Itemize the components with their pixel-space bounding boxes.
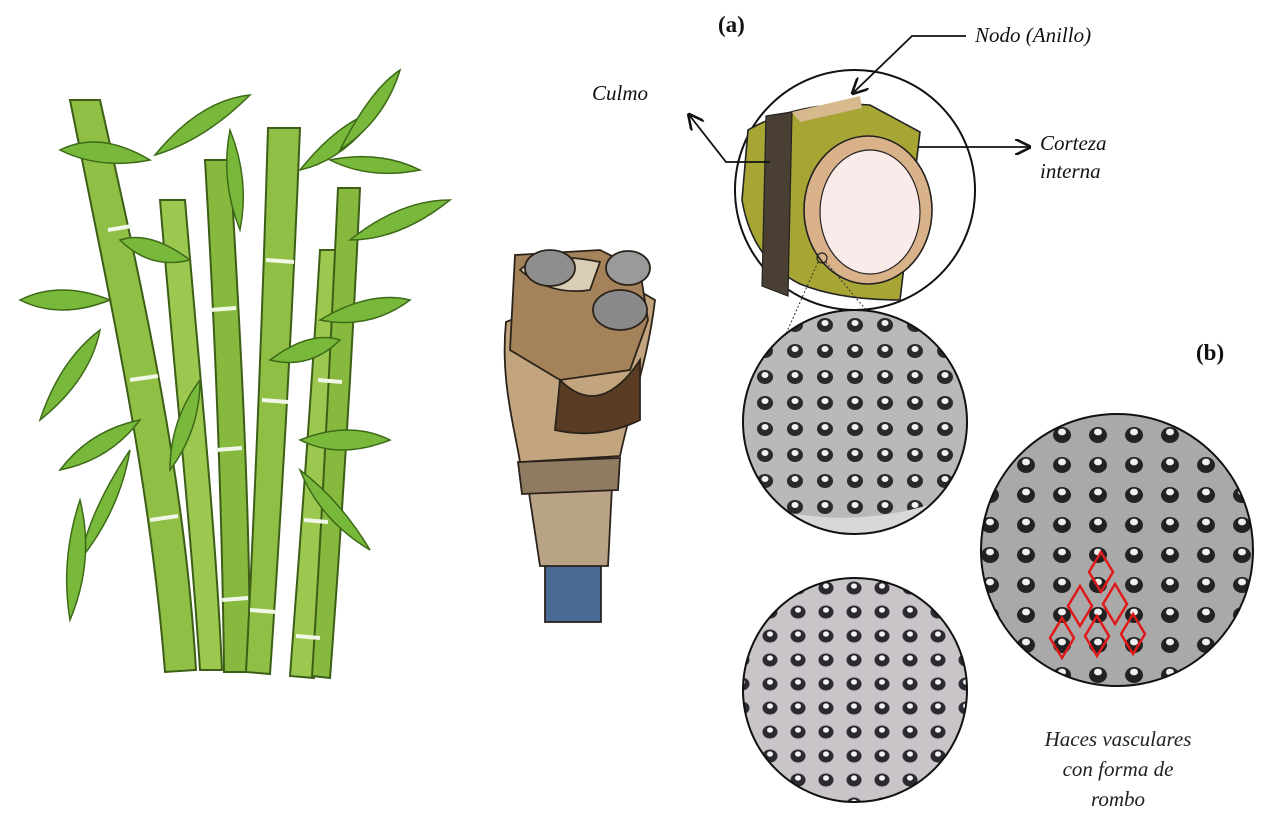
micrograph-2 <box>743 578 967 802</box>
bamboo-grove-illustration <box>20 70 450 678</box>
caption-line-3: rombo <box>1018 784 1218 814</box>
culm-magnified-view <box>735 70 975 310</box>
micrograph-1 <box>740 310 970 540</box>
caption: Haces vasculares con forma de rombo <box>1018 724 1218 814</box>
panel-label-b: (b) <box>1196 340 1224 366</box>
label-corteza-1: Corteza <box>1040 130 1107 156</box>
caption-line-1: Haces vasculares <box>1018 724 1218 754</box>
label-nodo: Nodo (Anillo) <box>975 22 1091 48</box>
caption-line-2: con forma de <box>1018 754 1218 784</box>
panel-label-a: (a) <box>718 12 745 38</box>
label-culmo: Culmo <box>592 80 648 106</box>
label-corteza-2: interna <box>1040 158 1101 184</box>
micrograph-3-rhombus <box>981 414 1253 686</box>
bamboo-culm-section-illustration <box>505 250 655 622</box>
